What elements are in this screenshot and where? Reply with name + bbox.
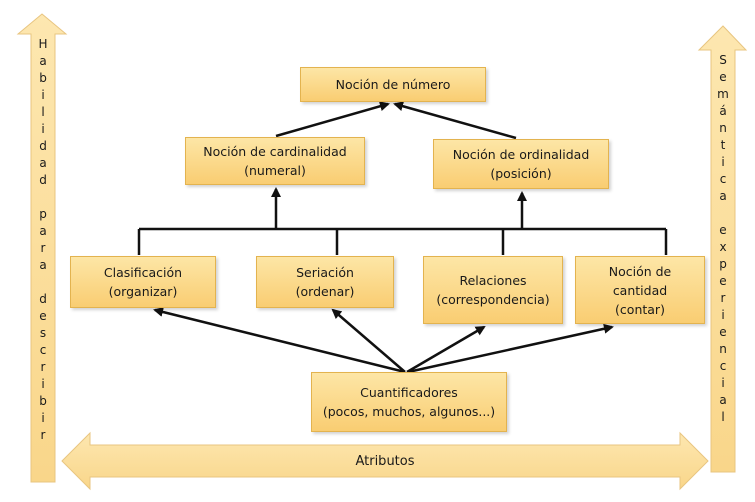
box-relaciones-line1: Relaciones: [459, 273, 527, 288]
arrow-cuantif-to-clasif: [153, 307, 406, 374]
vertical-letter: a: [719, 189, 727, 203]
box-clasificacion: Clasificación (organizar): [70, 256, 216, 308]
vertical-letter: d: [39, 139, 47, 153]
box-ordinalidad-line1: Noción de ordinalidad: [452, 147, 590, 162]
vertical-letter: i: [41, 411, 45, 425]
vertical-letter: d: [39, 173, 47, 187]
box-nocion-numero-text: Noción de número: [335, 77, 451, 92]
vertical-letter: [36, 189, 50, 206]
box-cardinalidad-line1: Noción de cardinalidad: [203, 144, 347, 159]
box-cantidad-line2: cantidad: [612, 282, 668, 298]
arrow-cuantif-to-seriacion: [331, 308, 406, 373]
vertical-letter: n: [719, 342, 727, 356]
vertical-letter: s: [39, 326, 47, 340]
vertical-letter: i: [41, 377, 45, 391]
vertical-letter: á: [719, 104, 727, 118]
vertical-letter: p: [39, 207, 47, 221]
arrow-ordinal-to-numero: [393, 101, 517, 140]
vertical-letter: c: [39, 343, 47, 357]
vertical-letter: x: [719, 240, 727, 254]
box-cardinalidad-line2: (numeral): [244, 163, 306, 178]
vertical-letter: i: [41, 122, 45, 136]
box-nocion-numero: Noción de número: [300, 67, 486, 102]
vertical-letter: c: [719, 172, 727, 186]
vertical-letter: a: [39, 54, 47, 68]
box-cuantificadores-line2: (pocos, muchos, algunos...): [322, 404, 496, 419]
vertical-letter: e: [719, 223, 727, 237]
vertical-letter: r: [40, 360, 46, 374]
arrow-cuantif-to-cantidad: [407, 323, 614, 374]
box-cantidad-line1: Noción de: [608, 263, 672, 279]
box-cantidad: Noción de cantidad (contar): [575, 256, 705, 324]
box-seriacion: Seriación (ordenar): [256, 256, 394, 308]
vertical-letter: e: [39, 309, 47, 323]
vertical-letter: b: [39, 394, 47, 408]
left-vertical-arrow: [16, 13, 68, 483]
box-relaciones: Relaciones (correspondencia): [423, 256, 563, 324]
vertical-letter: a: [39, 258, 47, 272]
vertical-letter: a: [39, 156, 47, 170]
bottom-arrow-label: Atributos: [355, 454, 415, 469]
vertical-letter: l: [41, 105, 45, 119]
box-seriacion-line1: Seriación: [296, 265, 354, 280]
vertical-letter: H: [38, 37, 48, 51]
vertical-letter: a: [719, 393, 727, 407]
box-clasificacion-line2: (organizar): [108, 284, 178, 299]
vertical-letter: e: [719, 274, 727, 288]
vertical-letter: r: [720, 291, 726, 305]
bottom-horizontal-arrow: [61, 431, 709, 491]
vertical-letter: r: [40, 241, 46, 255]
arrow-cardinal-to-numero: [275, 101, 390, 138]
box-cantidad-line3: (contar): [615, 301, 665, 317]
vertical-letter: t: [720, 138, 726, 152]
vertical-letter: i: [41, 88, 45, 102]
vertical-letter: d: [39, 292, 47, 306]
vertical-letter: m: [717, 87, 729, 101]
box-relaciones-line2: (correspondencia): [436, 292, 550, 307]
vertical-letter: [716, 205, 730, 222]
vertical-letter: i: [721, 155, 725, 169]
box-clasificacion-line1: Clasificación: [103, 265, 183, 280]
vertical-letter: e: [719, 70, 727, 84]
box-cardinalidad: Noción de cardinalidad (numeral): [185, 137, 365, 185]
vertical-letter: c: [719, 359, 727, 373]
vertical-letter: a: [39, 224, 47, 238]
vertical-letter: b: [39, 71, 47, 85]
vertical-letter: [36, 274, 50, 291]
box-cuantificadores-line1: Cuantificadores: [360, 385, 458, 400]
arrow-cuantif-to-relaciones: [406, 325, 486, 374]
box-cuantificadores: Cuantificadores (pocos, muchos, algunos.…: [311, 372, 507, 432]
box-seriacion-line2: (ordenar): [295, 284, 355, 299]
box-ordinalidad-line2: (posición): [490, 166, 552, 181]
vertical-letter: l: [721, 410, 725, 424]
vertical-letter: i: [721, 308, 725, 322]
right-vertical-arrow: [697, 25, 748, 473]
vertical-letter: S: [719, 53, 727, 67]
vertical-letter: r: [40, 428, 46, 442]
vertical-letter: p: [719, 257, 727, 271]
vertical-letter: n: [719, 121, 727, 135]
box-ordinalidad: Noción de ordinalidad (posición): [433, 139, 609, 189]
vertical-letter: e: [719, 325, 727, 339]
vertical-letter: i: [721, 376, 725, 390]
